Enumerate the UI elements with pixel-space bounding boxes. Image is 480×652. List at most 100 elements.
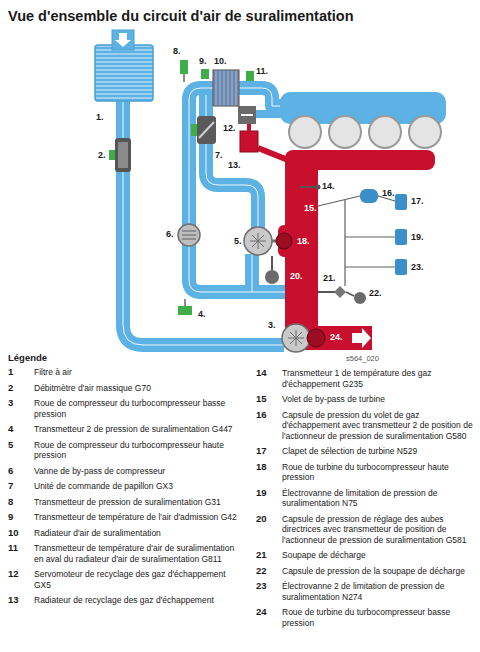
- callout-number: 1.: [96, 112, 104, 123]
- legend-text: Filtre à air: [34, 367, 240, 378]
- callout-number: 23.: [411, 262, 424, 273]
- legend-number: 15: [256, 394, 282, 405]
- legend-number: 23: [256, 581, 282, 592]
- callout-number: 4.: [198, 309, 206, 320]
- legend-number: 21: [256, 550, 282, 561]
- legend-text: Roue de compresseur du turbocompresseur …: [34, 398, 240, 419]
- legend-number: 17: [256, 446, 282, 457]
- callout-number: 19.: [411, 232, 424, 243]
- legend-text: Débitmètre d'air massique G70: [34, 383, 240, 394]
- legend-number: 3: [8, 398, 34, 409]
- legend-entry: 3Roue de compresseur du turbocompresseur…: [8, 398, 240, 419]
- legend-entry: 8Transmetteur de pression de suralimenta…: [8, 497, 240, 508]
- legend-number: 6: [8, 466, 34, 477]
- legend-number: 8: [8, 497, 34, 508]
- legend-number: 12: [8, 569, 34, 580]
- legend-number: 1: [8, 367, 34, 378]
- legend-entry: 18Roue de turbine du turbocompresseur ha…: [256, 462, 474, 483]
- legend-text: Radiateur de recyclage des gaz d'échappe…: [34, 595, 240, 606]
- legend-text: Unité de commande de papillon GX3: [34, 481, 240, 492]
- legend-entry: 13Radiateur de recyclage des gaz d'échap…: [8, 595, 240, 606]
- callout-number: 15.: [304, 203, 317, 214]
- legend-entry: 4Transmetteur 2 de pression de suralimen…: [8, 424, 240, 435]
- legend-entry: 16Capsule de pression du volet de gaz d'…: [256, 410, 474, 442]
- legend-text: Électrovanne de limitation de pression d…: [282, 488, 474, 509]
- legend-number: 10: [8, 528, 34, 539]
- callout-number: 12.: [223, 123, 236, 134]
- callout-number: 22.: [369, 288, 382, 299]
- callout-number: 20.: [290, 271, 303, 282]
- legend-text: Clapet de sélection de turbine N529: [282, 446, 474, 457]
- callout-number: 2.: [98, 150, 106, 161]
- callout-number: 18.: [297, 236, 310, 247]
- legend-entry: 14Transmetteur 1 de température des gaz …: [256, 368, 474, 389]
- legend-number: 11: [8, 543, 34, 554]
- callout-number: 7.: [215, 150, 223, 161]
- legend-number: 19: [256, 488, 282, 499]
- callout-number: 6.: [166, 229, 174, 240]
- legend-text: Roue de turbine du turbocompresseur haut…: [282, 462, 474, 483]
- legend-text: Roue de compresseur du turbocompresseur …: [34, 440, 240, 461]
- legend-entry: 15Volet de by-pass de turbine: [256, 394, 474, 405]
- legend-entry: 2Débitmètre d'air massique G70: [8, 383, 240, 394]
- legend-text: Vanne de by-pass de compresseur: [34, 466, 240, 477]
- legend-entry: 11Transmetteur de température d'air de s…: [8, 543, 240, 564]
- diagram-title: Vue d'ensemble du circuit d'air de sural…: [8, 8, 354, 24]
- legend-column: 14Transmetteur 1 de température des gaz …: [256, 368, 474, 633]
- legend-text: Soupape de décharge: [282, 550, 474, 561]
- callout-number: 13.: [228, 160, 241, 171]
- legend-number: 18: [256, 462, 282, 473]
- watermark: s564_020: [346, 354, 379, 363]
- callout-number: 14.: [322, 181, 335, 192]
- callout-number: 3.: [268, 320, 276, 331]
- legend-entry: 24Roue de turbine du turbocompresseur ba…: [256, 607, 474, 628]
- legend-entry: 20Capsule de pression de réglage des aub…: [256, 514, 474, 546]
- legend-number: 2: [8, 383, 34, 394]
- legend-number: 24: [256, 607, 282, 618]
- legend-entry: 23Électrovanne 2 de limitation de pressi…: [256, 581, 474, 602]
- legend-text: Transmetteur 2 de pression de suraliment…: [34, 424, 240, 435]
- legend-text: Capsule de pression de la soupape de déc…: [282, 566, 474, 577]
- legend-number: 20: [256, 514, 282, 525]
- legend-text: Transmetteur de température de l'air d'a…: [34, 512, 240, 523]
- legend-column: 1Filtre à air2Débitmètre d'air massique …: [8, 367, 240, 611]
- callout-number: 21.: [323, 273, 336, 284]
- legend-entry: 21Soupape de décharge: [256, 550, 474, 561]
- callout-number: 16.: [382, 188, 395, 199]
- legend-text: Capsule de pression de réglage des aubes…: [282, 514, 474, 546]
- legend-text: Transmetteur de température d'air de sur…: [34, 543, 240, 564]
- legend-text: Électrovanne 2 de limitation de pression…: [282, 581, 474, 602]
- legend-text: Transmetteur de pression de suralimentat…: [34, 497, 240, 508]
- legend-entry: 12Servomoteur de recyclage des gaz d'éch…: [8, 569, 240, 590]
- legend-number: 9: [8, 512, 34, 523]
- legend-text: Capsule de pression du volet de gaz d'éc…: [282, 410, 474, 442]
- legend-entry: 7Unité de commande de papillon GX3: [8, 481, 240, 492]
- legend-number: 16: [256, 410, 282, 421]
- legend-text: Servomoteur de recyclage des gaz d'échap…: [34, 569, 240, 590]
- callout-number: 24.: [330, 332, 343, 343]
- legend-number: 22: [256, 566, 282, 577]
- callout-number: 8.: [173, 46, 181, 57]
- legend-number: 14: [256, 368, 282, 379]
- legend-entry: 19Électrovanne de limitation de pression…: [256, 488, 474, 509]
- legend-number: 7: [8, 481, 34, 492]
- legend-entry: 6Vanne de by-pass de compresseur: [8, 466, 240, 477]
- legend-number: 5: [8, 440, 34, 451]
- legend-entry: 22Capsule de pression de la soupape de d…: [256, 566, 474, 577]
- legend-text: Transmetteur 1 de température des gaz d'…: [282, 368, 474, 389]
- legend-text: Roue de turbine du turbocompresseur bass…: [282, 607, 474, 628]
- legend-entry: 9Transmetteur de température de l'air d'…: [8, 512, 240, 523]
- legend-number: 13: [8, 595, 34, 606]
- callout-number: 9.: [199, 56, 207, 67]
- legend-entry: 5Roue de compresseur du turbocompresseur…: [8, 440, 240, 461]
- legend-heading: Légende: [8, 352, 47, 363]
- legend-entry: 1Filtre à air: [8, 367, 240, 378]
- legend-number: 4: [8, 424, 34, 435]
- callout-number: 5.: [234, 236, 242, 247]
- callout-number: 17.: [411, 196, 424, 207]
- legend-entry: 10Radiateur d'air de suralimentation: [8, 528, 240, 539]
- legend-text: Radiateur d'air de suralimentation: [34, 528, 240, 539]
- legend-text: Volet de by-pass de turbine: [282, 394, 474, 405]
- legend-entry: 17Clapet de sélection de turbine N529: [256, 446, 474, 457]
- callout-number: 11.: [256, 66, 268, 77]
